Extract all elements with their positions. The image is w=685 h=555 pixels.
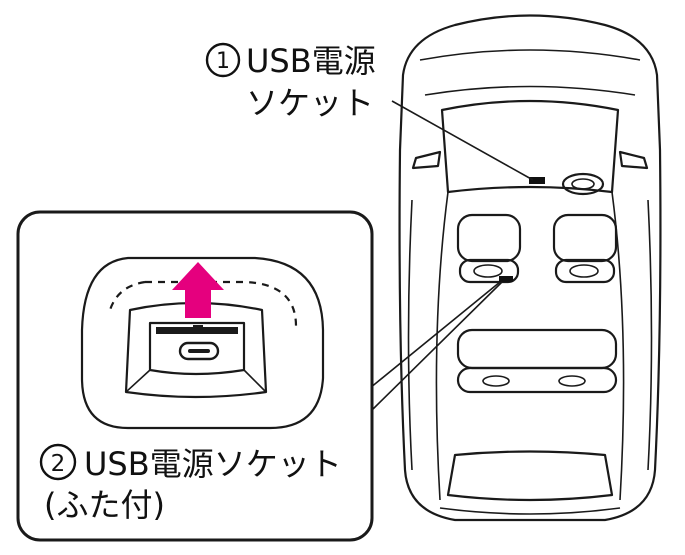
right-mirror: [618, 150, 649, 170]
usb-c-port-icon: [178, 341, 220, 361]
inset-panel: [16, 210, 374, 542]
callout-2: 2 USB電源ソケット (ふた付): [39, 443, 342, 524]
rear-window: [446, 450, 614, 502]
callout-1: 1 USB電源 ソケット: [205, 42, 376, 122]
callout-1-line2: ソケット: [246, 84, 374, 122]
callout-1-leader: [391, 100, 534, 181]
steering-wheel: [561, 172, 605, 196]
callout-2-leader-bottom: [369, 281, 503, 413]
front-left-seat: [456, 213, 522, 263]
front-right-seat: [552, 213, 618, 263]
callout-2-number-circle: [39, 443, 77, 481]
callout-2-leader-top: [369, 281, 501, 389]
callout-1-line1: USB電源: [246, 42, 376, 80]
rear-seat: [456, 328, 618, 370]
callout-2-line2: (ふた付): [44, 486, 165, 524]
callout-2-number: 2: [51, 451, 66, 477]
callout-2-line1: USB電源ソケット: [84, 445, 342, 483]
arrow-up-icon: [172, 262, 224, 318]
usb-socket-2-marker: [499, 276, 513, 282]
windshield: [440, 99, 620, 194]
car-top-view: [398, 14, 662, 522]
left-mirror: [411, 150, 442, 170]
callout-1-number-circle: [205, 42, 241, 78]
socket-lid: [156, 327, 238, 334]
inset-frame: [16, 210, 374, 542]
callout-1-number: 1: [216, 49, 230, 74]
usb-socket-1-marker: [529, 177, 545, 184]
car-body-outline: [398, 14, 662, 522]
console-housing: [80, 256, 325, 430]
